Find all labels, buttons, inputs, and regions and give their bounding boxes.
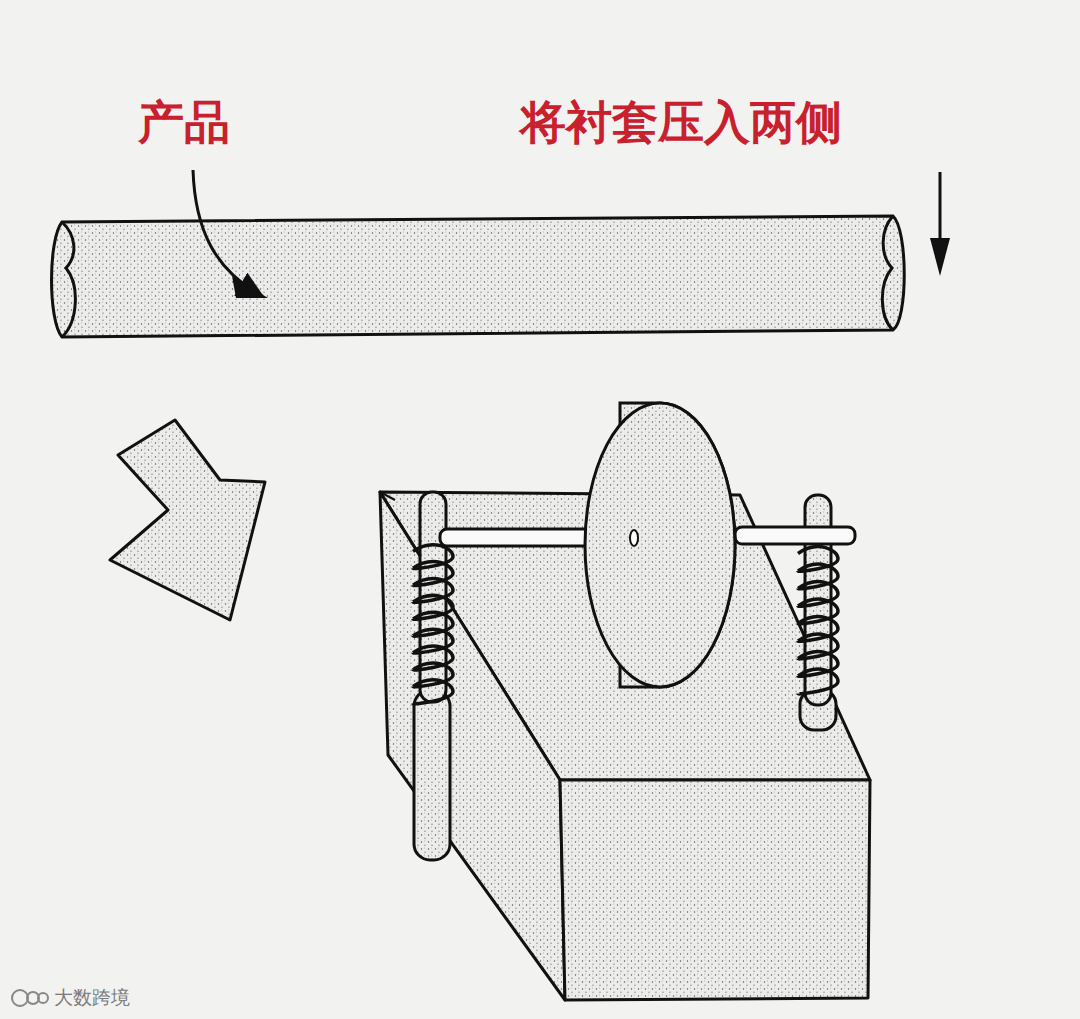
flow-arrow	[110, 420, 265, 620]
process-note: 将衬套压入两侧	[520, 92, 842, 154]
leader-arrow	[193, 170, 262, 296]
watermark-logo	[12, 990, 48, 1006]
arrowhead	[232, 276, 268, 298]
shaft	[735, 527, 855, 544]
arrowhead	[930, 238, 950, 276]
part-label: 产品	[138, 92, 230, 154]
watermark: 大数跨境	[54, 985, 130, 1011]
spring-coil	[798, 669, 838, 694]
spring-coil	[413, 680, 453, 704]
press-wheel	[585, 403, 735, 687]
product-rod	[52, 216, 905, 337]
